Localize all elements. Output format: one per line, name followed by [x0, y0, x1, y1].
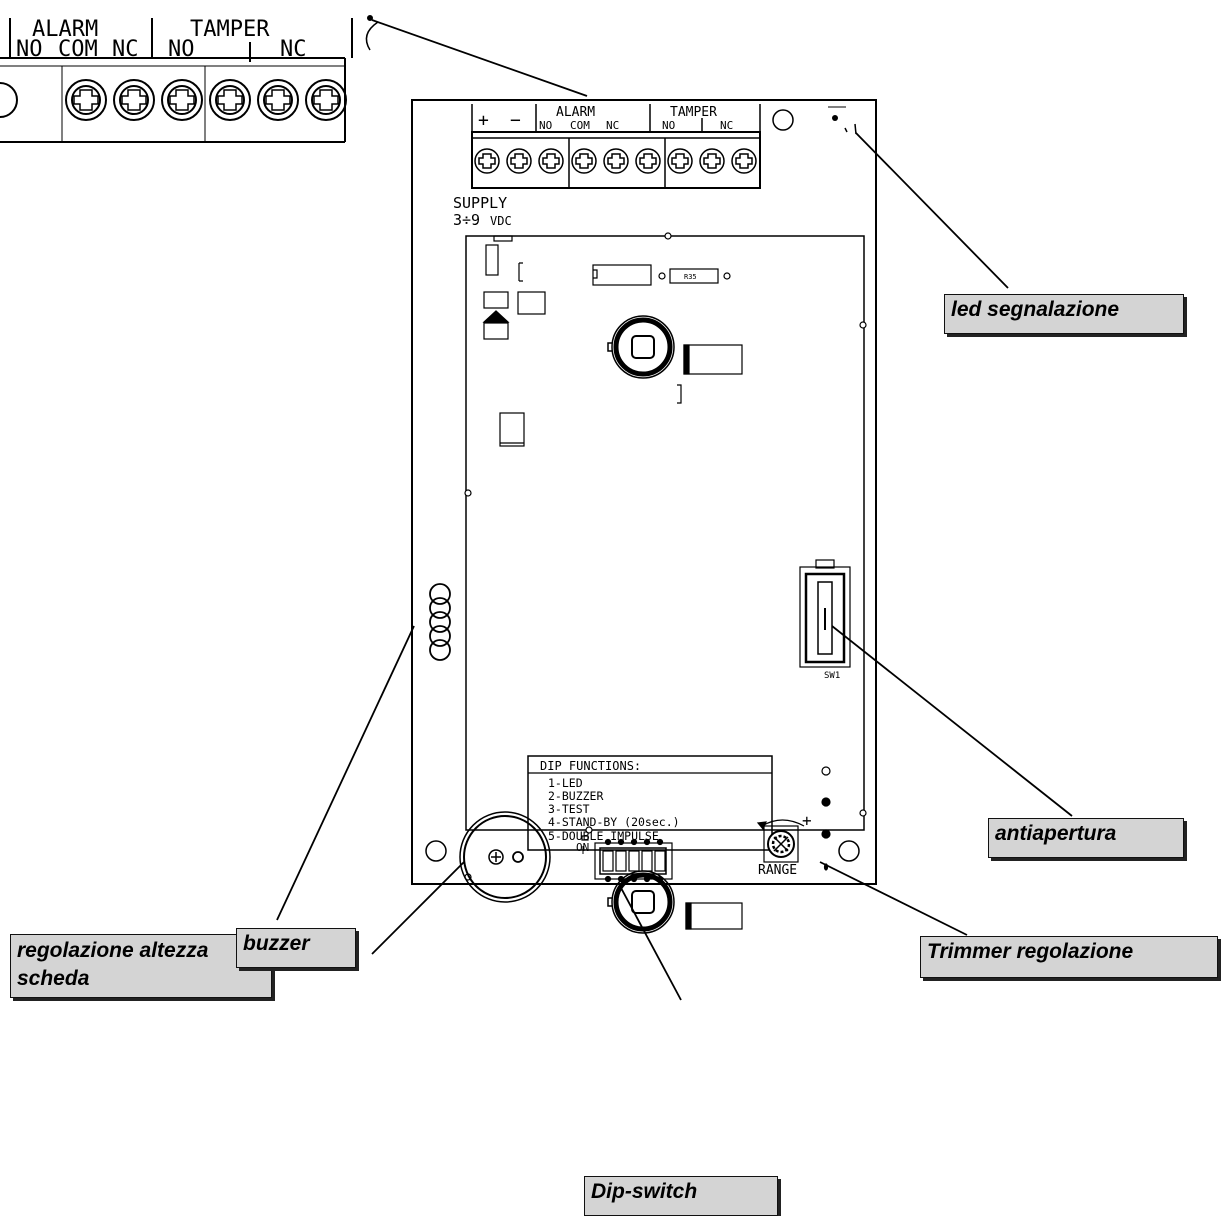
callout-dip-switch: Dip-switch [584, 1176, 778, 1216]
callout-trimmer-text: Trimmer regolazione [927, 940, 1134, 963]
buzzer [459, 811, 551, 903]
mounting-holes [425, 109, 860, 862]
height-adjust-slot [429, 583, 451, 661]
tamper-switch-sw1 [799, 559, 851, 668]
terminal-screws [474, 148, 757, 174]
led [828, 106, 857, 135]
trimmer-range-label: RANGE [758, 863, 797, 878]
callout-dip-switch-text: Dip-switch [591, 1180, 698, 1203]
resistor-label: R35 [684, 273, 697, 281]
trimmer-plus: + [802, 811, 812, 830]
dip-function-5: 5-DOUBLE IMPULSE [548, 829, 659, 843]
callout-buzzer: buzzer [236, 928, 356, 968]
callout-trimmer: Trimmer regolazione [920, 936, 1218, 978]
zoom-alarm-header: ALARM [32, 17, 98, 42]
board-alarm-header: ALARM [556, 105, 595, 120]
leader-lines [276, 19, 1073, 1001]
dip-functions-title: DIP FUNCTIONS: [540, 759, 641, 773]
terminal-zoom-inset [0, 15, 379, 143]
dip-function-1: 1-LED [548, 776, 583, 790]
dip-function-2: 2-BUZZER [548, 789, 603, 803]
board-alarm-nc: NC [606, 119, 619, 132]
dip-on-label: ON [576, 841, 589, 854]
callout-tamper-switch: antiapertura [988, 818, 1184, 858]
module-components [482, 235, 743, 930]
dip-functions-box: DIP FUNCTIONS: 1-LED 2-BUZZER 3-TEST 4-S… [527, 755, 773, 851]
zoom-alarm-no: NO [16, 37, 43, 62]
terminal-plus-label: + [478, 110, 489, 131]
terminal-block [471, 104, 761, 189]
callout-buzzer-text: buzzer [243, 932, 310, 955]
board-tamper-header: TAMPER [670, 105, 717, 120]
zoom-alarm-nc: NC [112, 37, 139, 62]
zoom-tamper-header: TAMPER [190, 17, 270, 42]
board-tamper-nc: NC [720, 119, 733, 132]
round-component-upper [607, 315, 675, 379]
callout-height-adjust-line2: scheda [17, 967, 90, 990]
board-outline [411, 99, 877, 885]
board-alarm-no: NO [539, 119, 552, 132]
supply-unit: VDC [490, 214, 512, 228]
terminal-labels: + − ALARM TAMPER NO COM NC NO NC SUPPLY … [453, 105, 733, 229]
zoom-screw-terminals [0, 79, 347, 121]
sw1-label: SW1 [824, 671, 840, 681]
dip-function-3: 3-TEST [548, 802, 590, 816]
zoom-alarm-com: COM [58, 37, 98, 62]
callout-led-signal: led segnalazione [944, 294, 1184, 334]
supply-label: SUPPLY [453, 194, 507, 212]
zoom-labels: ALARM TAMPER NO COM NC NO NC [16, 17, 307, 62]
supply-voltage: 3÷9 [453, 211, 480, 229]
terminal-minus-label: − [510, 110, 521, 131]
trimmer [756, 819, 805, 863]
board-alarm-com: COM [570, 119, 590, 132]
zoom-tamper-nc: NC [280, 37, 307, 62]
board-tamper-no: NO [662, 119, 675, 132]
zoom-tamper-no: NO [168, 37, 195, 62]
callout-led-signal-text: led segnalazione [951, 298, 1120, 321]
callout-tamper-switch-text: antiapertura [995, 822, 1117, 845]
indicator-dots [821, 766, 831, 871]
callout-height-adjust-line1: regolazione altezza [17, 939, 209, 962]
callout-height-adjust: regolazione altezza scheda [10, 934, 272, 998]
dip-function-4: 4-STAND-BY (20sec.) [548, 815, 680, 829]
dip-switch [581, 835, 673, 883]
